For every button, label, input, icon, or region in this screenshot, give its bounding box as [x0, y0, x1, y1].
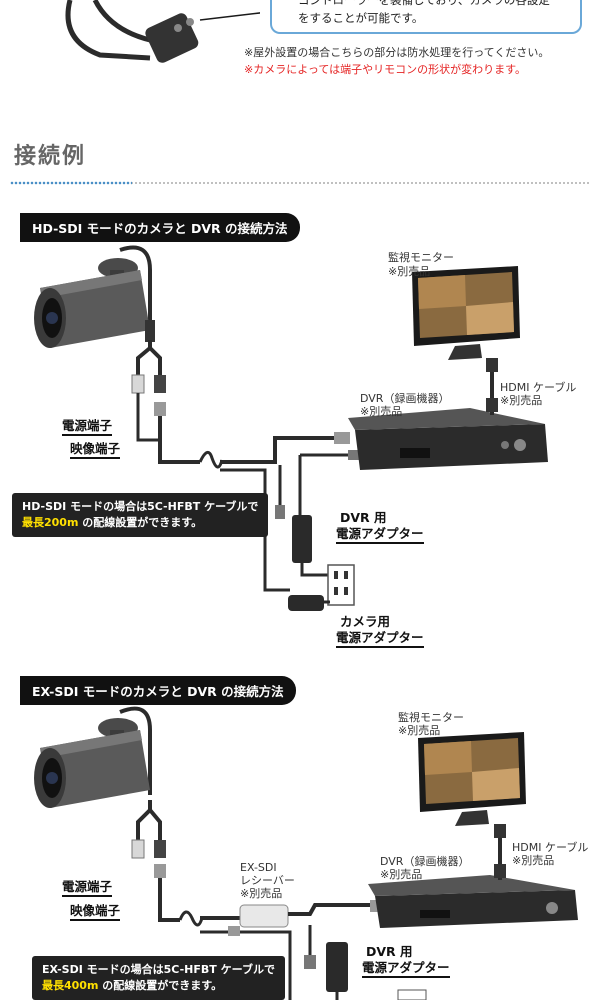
- diagram1-dvr-sub: ※別売品: [360, 405, 403, 418]
- diagram2-dvr: [368, 875, 578, 928]
- diagram2-callout: EX-SDI モードの場合は5C-HFBT ケーブルで 最長400m の配線設置…: [32, 956, 285, 1000]
- description-frame: [270, 0, 582, 34]
- diagram1-dvr-adapter-line2: 電源アダプター: [336, 526, 424, 544]
- diagram2-receiver-line1: EX-SDI: [240, 861, 277, 874]
- diagram1-hdmi-sub: ※別売品: [500, 394, 543, 407]
- diagram2-camera: [34, 706, 152, 808]
- diagram2-receiver-line3: ※別売品: [240, 887, 283, 900]
- diagram2-callout-rest: の配線設置ができます。: [98, 979, 223, 992]
- diagram1-callout-rest: の配線設置ができます。: [78, 516, 203, 529]
- diagram2-dvr-adapter-line1: DVR 用: [366, 944, 413, 959]
- diagram1-illustration: [34, 245, 548, 611]
- diagram2-monitor: [418, 732, 526, 826]
- waterproof-note: ※屋外設置の場合こちらの部分は防水処理を行ってください。: [244, 46, 550, 59]
- diagram1-dvr: [348, 408, 548, 470]
- diagram2-receiver-line2: レシーバー: [240, 874, 295, 887]
- diagram1-heading: HD-SDI モードのカメラと DVR の接続方法: [20, 213, 300, 242]
- diagram1-cam-adapter-line1: カメラ用: [340, 614, 391, 629]
- diagram1-power-terminal: 電源端子: [62, 418, 113, 436]
- diagram2-dvr-label: DVR（録画機器）: [380, 855, 470, 868]
- diagram1-cam-adapter-line2: 電源アダプター: [336, 630, 424, 648]
- diagram2-dvr-sub: ※別売品: [380, 868, 423, 881]
- diagram2-hdmi-sub: ※別売品: [512, 854, 555, 867]
- diagram1-callout-line1: HD-SDI モードの場合は5C-HFBT ケーブルで: [22, 500, 259, 513]
- camera-cable-illustration: [65, 0, 260, 63]
- diagram2-video-terminal: 映像端子: [70, 903, 121, 921]
- diagram1-callout-highlight: 最長200m: [22, 516, 79, 529]
- diagram2-callout-line1: EX-SDI モードの場合は5C-HFBT ケーブルで: [42, 963, 275, 976]
- diagram2-power-terminal: 電源端子: [62, 879, 113, 897]
- top-description-line2: をすることが可能です。: [298, 11, 424, 25]
- section-divider-accent: [10, 181, 132, 185]
- diagram1-dvr-label: DVR（録画機器）: [360, 392, 450, 405]
- diagram1-monitor: [412, 266, 520, 360]
- diagram1-callout: HD-SDI モードの場合は5C-HFBT ケーブルで 最長200m の配線設置…: [12, 493, 269, 537]
- diagram2-callout-highlight: 最長400m: [42, 979, 99, 992]
- diagram2-monitor-sub: ※別売品: [398, 724, 441, 737]
- diagram2-dvr-adapter-line2: 電源アダプター: [362, 960, 450, 978]
- terminal-shape-note: ※カメラによっては端子やリモコンの形状が変わります。: [244, 63, 527, 76]
- diagram1-camera: [34, 245, 155, 348]
- diagram1-hdmi-label: HDMI ケーブル: [500, 381, 577, 394]
- top-description-line1: コントローラーを装備しており、カメラの各設定: [298, 0, 550, 7]
- diagram2-heading: EX-SDI モードのカメラと DVR の接続方法: [20, 676, 296, 705]
- section-title: 接続例: [14, 144, 87, 169]
- diagram2-illustration: [34, 706, 578, 1000]
- diagram1-monitor-label: 監視モニター: [388, 251, 454, 264]
- diagram2-monitor-label: 監視モニター: [398, 711, 464, 724]
- section-divider: [10, 181, 590, 185]
- diagram1-dvr-adapter-line1: DVR 用: [340, 510, 387, 525]
- diagram1-video-terminal: 映像端子: [70, 441, 121, 459]
- diagram2-hdmi-label: HDMI ケーブル: [512, 841, 589, 854]
- diagram1-monitor-sub: ※別売品: [388, 265, 431, 278]
